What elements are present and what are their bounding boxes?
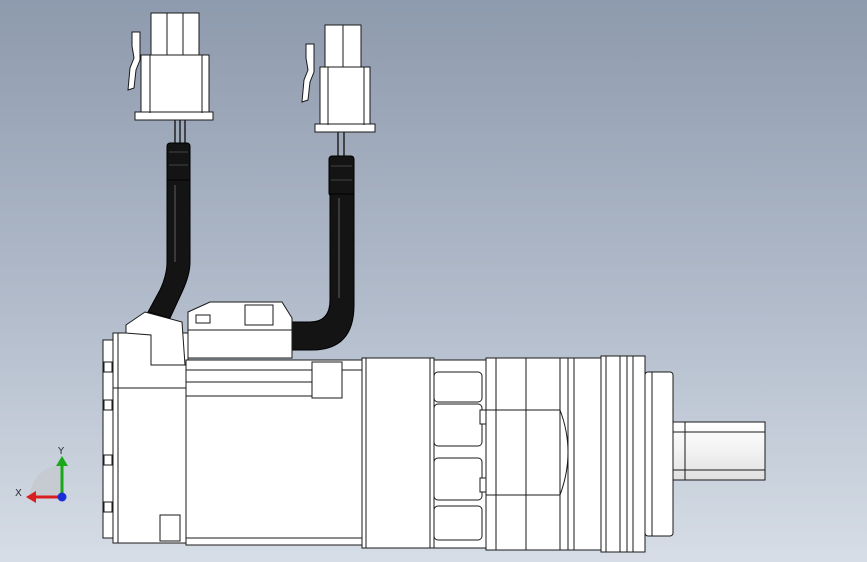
gearbox-housing: [485, 355, 646, 553]
encoder-connector: [301, 24, 376, 133]
x-axis-arrowhead: [26, 491, 36, 503]
motor-front-flange: [361, 357, 435, 549]
output-flange: [644, 371, 674, 537]
y-axis-label: Y: [57, 446, 65, 457]
motor-rear-cover: [102, 332, 189, 544]
z-axis-dot: [57, 492, 67, 502]
orientation-triad: Y X: [15, 446, 68, 503]
y-axis-arrowhead: [56, 456, 68, 466]
power-connector: [127, 12, 214, 121]
encoder-cable: [291, 132, 355, 351]
power-cable: [147, 120, 191, 319]
motor-main-body: [185, 359, 363, 546]
x-axis-label: X: [15, 488, 22, 499]
gearbox-adapter: [433, 359, 489, 549]
output-shaft: [672, 421, 766, 481]
cable-gland-housing: [125, 301, 293, 366]
